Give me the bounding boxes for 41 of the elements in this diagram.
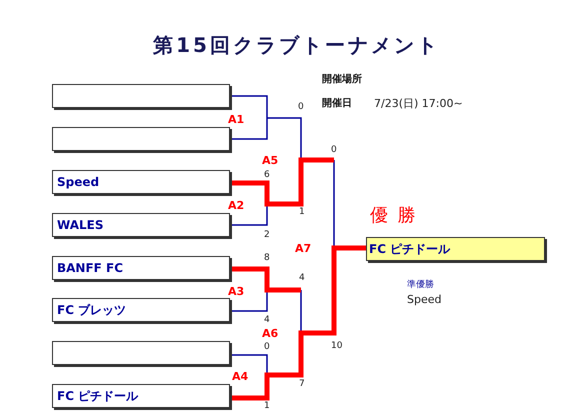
event-date-text: 7/23(日) 17:00~ [374,96,463,111]
empty-team-box [52,84,230,108]
match-label: A4 [232,370,248,383]
empty-team-box [52,127,230,151]
event-info-label: 開催場所 [322,72,362,86]
team-box [52,170,230,194]
score-number: 10 [331,341,342,351]
score-number: 0 [264,342,270,352]
winner-box [366,237,545,261]
team-name: BANFF FC [57,261,124,275]
runner-up-label: 準優勝 [407,278,434,291]
team-name: WALES [57,218,104,232]
match-label: A2 [228,199,244,212]
match-label: A1 [228,113,244,126]
team-name: Speed [57,175,100,189]
score-number: 0 [331,145,337,155]
event-info-label: 開催日 [322,96,352,110]
champion-heading: 優 勝 [370,204,418,227]
team-name: FC ピチドール [57,389,138,403]
score-number: 6 [264,170,270,180]
match-label: A3 [228,285,244,298]
score-number: 4 [264,315,270,325]
score-number: 7 [299,379,305,389]
match-label: A7 [295,242,312,255]
team-box [52,384,230,408]
score-number: 8 [264,253,270,263]
team-name: FC ブレッツ [57,303,126,317]
title: 第15回クラブトーナメント [152,32,441,59]
team-box [52,298,230,322]
team-name: FC ピチドール [369,242,450,256]
team-box [52,213,230,237]
runner-up-name: Speed [407,293,442,306]
score-number: 4 [299,273,305,283]
empty-team-box [52,341,230,365]
score-number: 1 [299,207,305,217]
score-number: 0 [298,102,304,112]
match-label: A5 [262,154,278,167]
match-label: A6 [262,327,278,340]
score-number: 2 [264,230,270,240]
team-box [52,256,230,280]
score-number: 1 [264,401,270,411]
